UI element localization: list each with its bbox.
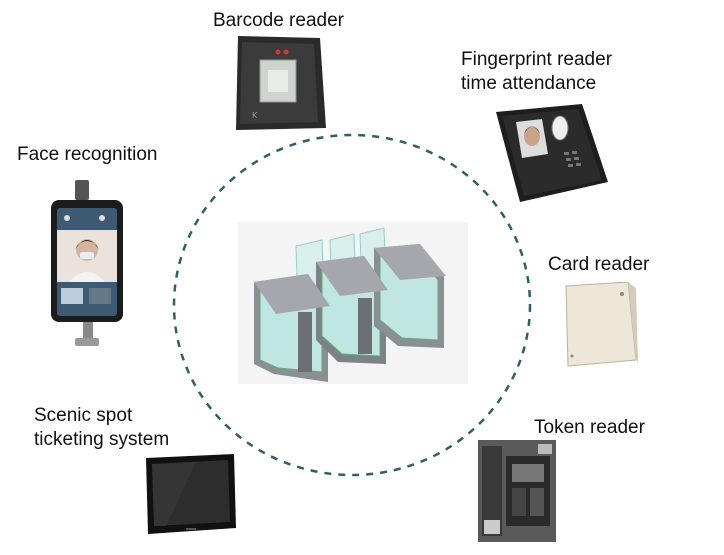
fingerprint-reader-label: Fingerprint reader time attendance — [461, 49, 613, 94]
svg-text:K: K — [252, 111, 258, 120]
monitor-screen-icon — [146, 454, 238, 536]
face-recognition-terminal-icon — [47, 180, 127, 350]
scenic-spot-label: Scenic spot ticketing system — [34, 405, 170, 450]
speed-gate-turnstiles-icon — [238, 222, 468, 384]
barcode-reader-icon: K — [230, 36, 330, 132]
fingerprint-terminal-icon — [492, 104, 612, 204]
card-reader-icon — [562, 282, 640, 368]
token-reader-icon — [478, 440, 556, 542]
card-reader-label: Card reader — [548, 254, 650, 275]
barcode-reader-label: Barcode reader — [213, 10, 344, 31]
token-reader-label: Token reader — [534, 417, 645, 438]
face-recognition-label: Face recognition — [17, 144, 158, 165]
